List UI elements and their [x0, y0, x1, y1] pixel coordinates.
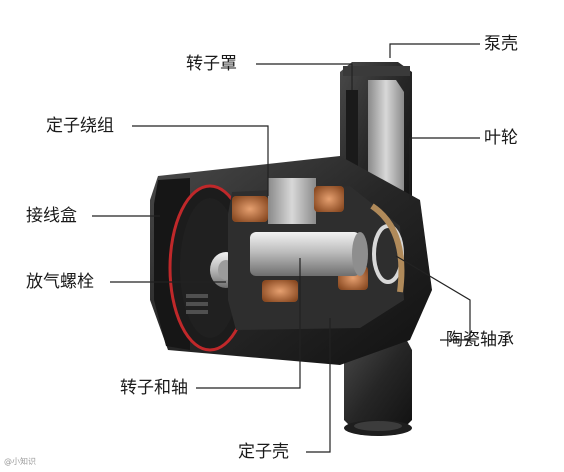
stator-winding [232, 186, 368, 302]
impeller [370, 203, 405, 293]
cutaway-interior [228, 178, 405, 330]
leader-lines [92, 43, 480, 453]
label-rotor-cover: 转子罩 [186, 54, 237, 74]
rotor-shaft [250, 232, 368, 276]
label-impeller: 叶轮 [484, 128, 518, 148]
label-stator-winding: 定子绕组 [46, 116, 114, 136]
outlet-pipe [344, 335, 412, 436]
label-stator-housing: 定子壳 [238, 442, 289, 462]
label-pump-housing: 泵壳 [484, 34, 518, 54]
label-rotor-shaft: 转子和轴 [120, 378, 188, 398]
rotor-cover [268, 178, 316, 224]
label-junction-box: 接线盒 [26, 206, 77, 226]
watermark: @小知识 [4, 457, 36, 466]
label-ceramic-bearing: 陶瓷轴承 [446, 330, 514, 350]
label-bleed-screw: 放气螺栓 [26, 272, 94, 292]
